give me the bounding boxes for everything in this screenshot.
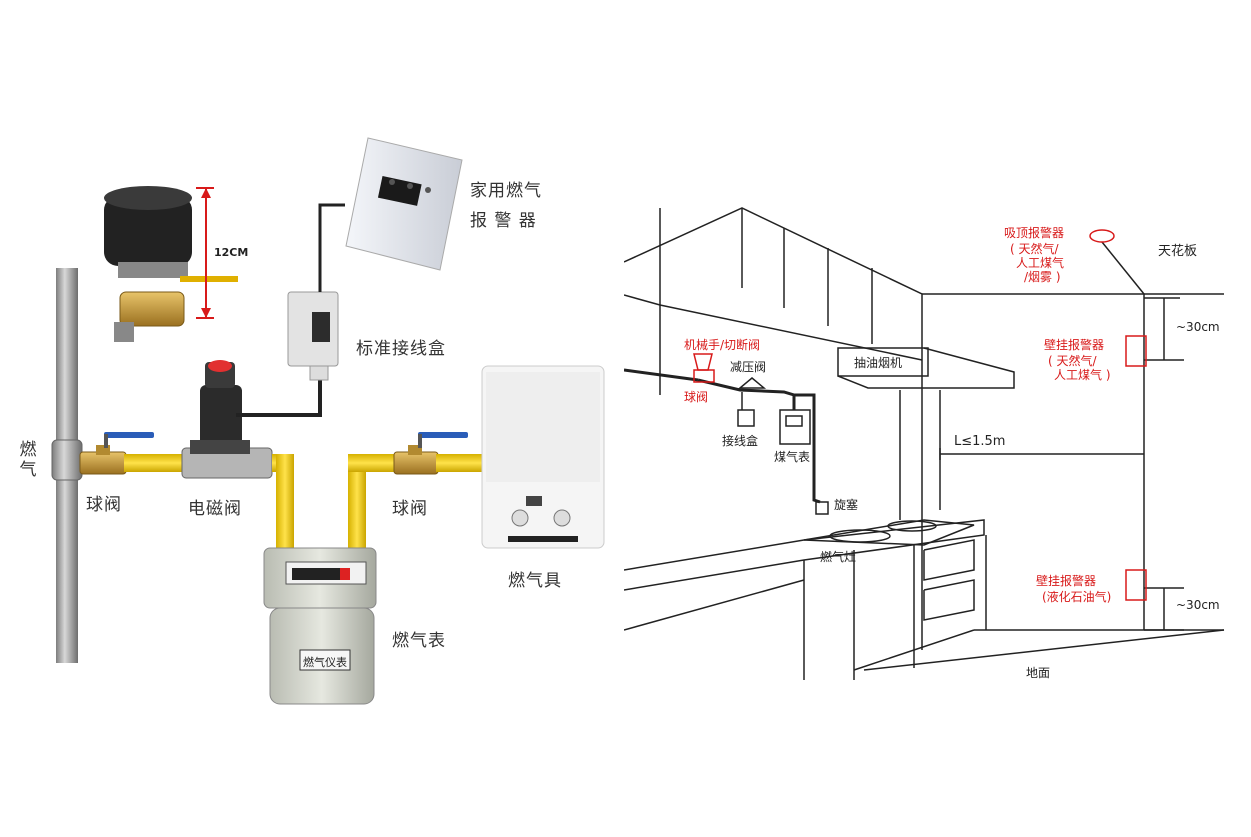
- gas-meter-label-right: 煤气表: [774, 450, 811, 464]
- manipulator-valve-label: 机械手/切断阀: [684, 338, 761, 352]
- range-hood-label: 抽油烟机: [854, 356, 903, 370]
- gas-meter-device: [263, 547, 377, 705]
- ceiling-alarm-line2: ( 天然气/: [1010, 242, 1059, 256]
- gas-pipe-label: 燃气: [19, 440, 37, 480]
- floor-label: 地面: [1026, 666, 1051, 680]
- gas-alarm-device: [345, 137, 463, 271]
- junction-box-device: [287, 291, 339, 381]
- gas-appliance-label: 燃气具: [508, 571, 562, 591]
- left-ball-valve: [79, 432, 154, 475]
- manipulator-height-label: 12CM: [214, 246, 249, 259]
- wall-alarm-bottom-line1: 壁挂报警器: [1036, 574, 1097, 588]
- plug-valve-label: 旋塞: [834, 498, 859, 512]
- alarm-label-line1: 家用燃气: [470, 181, 542, 201]
- wall-alarm-top-line2: ( 天然气/: [1048, 354, 1097, 368]
- right-ball-valve: [393, 432, 468, 475]
- solenoid-valve-label: 电磁阀: [188, 499, 242, 519]
- distance-label: L≤1.5m: [954, 434, 1006, 449]
- ceiling-label: 天花板: [1158, 244, 1198, 259]
- kitchen-line-drawing: [623, 207, 1225, 680]
- ball-valve-left-label: 球阀: [86, 495, 122, 515]
- ceiling-alarm-line4: /烟雾 ): [1024, 270, 1061, 284]
- wall-alarm-top-line3: 人工煤气 ): [1054, 368, 1111, 382]
- ceiling-alarm-line1: 吸顶报警器: [1004, 226, 1065, 240]
- manipulator-actuator: [104, 186, 238, 342]
- gas-water-heater: [481, 365, 605, 549]
- pressure-valve-label: 减压阀: [730, 360, 767, 374]
- left-diagram-art: [51, 137, 605, 705]
- stove-label: 燃气灶: [820, 550, 857, 564]
- right-diagram: 吸顶报警器 ( 天然气/ 人工煤气 /烟雾 ) 天花板 壁挂报警器 ( 天然气/…: [623, 140, 1251, 700]
- left-diagram: 12CM 燃气 家用燃气 报 警 器 标准接线盒 球阀 电磁阀 球阀 燃气具 燃…: [0, 0, 620, 833]
- junction-box-label-right: 接线盒: [722, 434, 759, 448]
- ball-valve-right-label: 球阀: [392, 499, 428, 519]
- ceiling-alarm-line3: 人工煤气: [1016, 256, 1065, 270]
- ball-valve-label: 球阀: [684, 390, 709, 404]
- distance-bottom-label: ~30cm: [1176, 598, 1220, 612]
- wall-alarm-bottom-line2: (液化石油气): [1042, 590, 1112, 604]
- meter-plate-label: 燃气仪表: [303, 656, 347, 669]
- junction-box-label: 标准接线盒: [356, 339, 446, 359]
- gas-meter-label: 燃气表: [392, 631, 446, 651]
- solenoid-valve: [181, 360, 273, 479]
- wall-alarm-top-line1: 壁挂报警器: [1044, 338, 1105, 352]
- alarm-label-line2: 报 警 器: [470, 211, 537, 231]
- distance-top-label: ~30cm: [1176, 320, 1220, 334]
